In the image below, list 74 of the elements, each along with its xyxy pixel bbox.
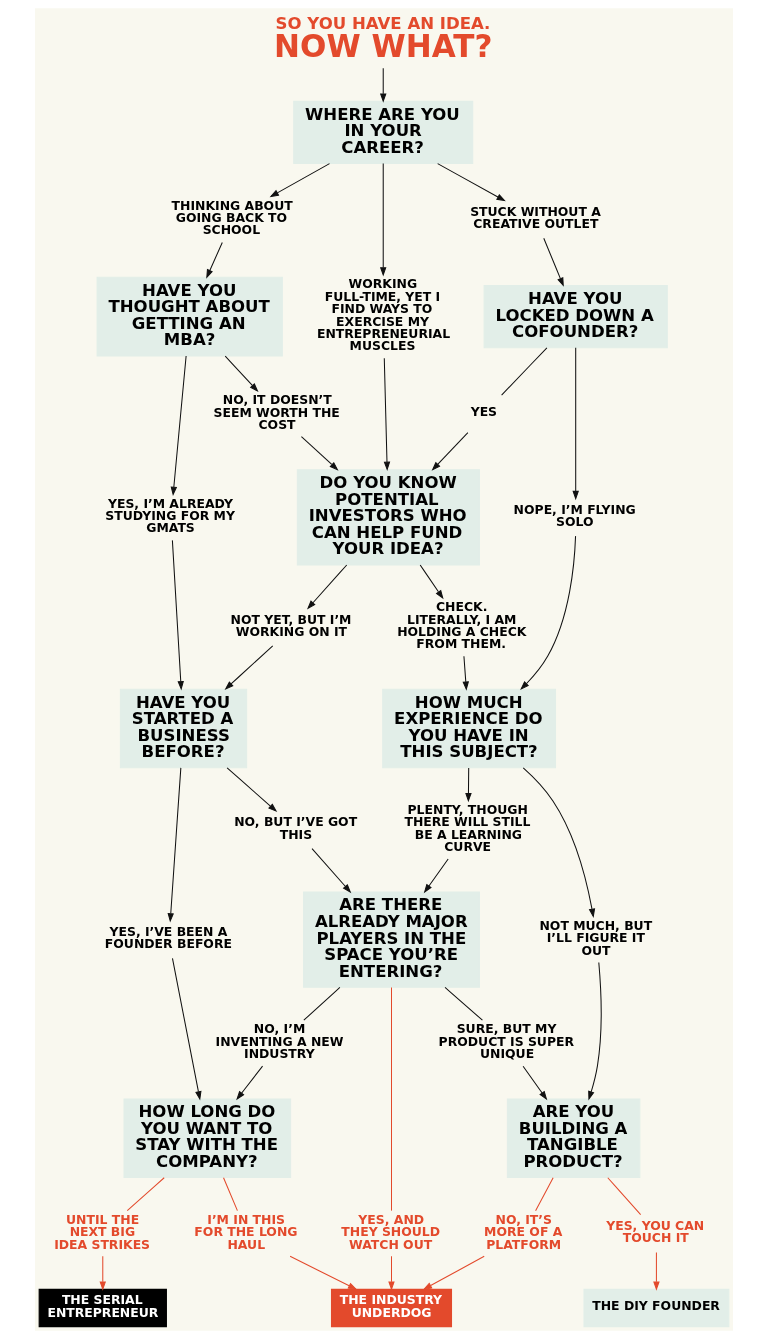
arrow: [269, 163, 331, 198]
node-text: SO YOU HAVE AN IDEA. NOW WHAT?: [274, 13, 493, 64]
arrow: [588, 962, 602, 1101]
connector: [126, 1177, 165, 1212]
arrow: [465, 767, 472, 803]
arrow: [224, 645, 274, 690]
node-text: NOPE, I’M FLYING SOLO: [513, 501, 636, 530]
node-text: NO, I’M INVENTING A NEW INDUSTRY: [215, 1021, 344, 1062]
arrow: [311, 848, 352, 894]
node-text: YES: [470, 404, 498, 420]
arrow: [306, 564, 348, 610]
arrow: [431, 432, 469, 471]
arrow: [522, 1065, 548, 1101]
connector: [535, 1177, 554, 1212]
connector: [391, 987, 392, 1212]
node-box: HOW MUCH EXPERIENCE DO YOU HAVE IN THIS SUBJECT?: [382, 688, 557, 769]
node-box: WHERE ARE YOU IN YOUR CAREER?: [293, 100, 474, 164]
arrow: [423, 858, 449, 894]
node-box: THE SERIAL ENTREPRENEUR: [38, 1288, 167, 1328]
node-box: HOW LONG DO YOU WANT TO STAY WITH THE COMPANY?: [123, 1098, 292, 1179]
arrow: [422, 1255, 485, 1290]
node-text: I’M IN THIS FOR THE LONG HAUL: [194, 1211, 298, 1252]
node-text: PLENTY, THOUGH THERE WILL STILL BE A LEARNING CURVE: [404, 801, 531, 855]
node-text: WORKING FULL-TIME, YET I FIND WAYS TO EXERCISE MY ENTREPRENEURIAL MUSCLES: [316, 276, 451, 354]
arrow: [171, 539, 184, 691]
node-box: DO YOU KNOW POTENTIAL INVESTORS WHO CAN HELP FUND YOUR IDEA?: [296, 469, 480, 566]
arrow: [226, 767, 278, 813]
node-text: NOT YET, BUT I’M WORKING ON IT: [230, 611, 352, 639]
node-box: HAVE YOU LOCKED DOWN A COFOUNDER?: [483, 285, 668, 349]
arrow: [236, 1065, 264, 1101]
arrow: [289, 1255, 358, 1290]
node-box: HAVE YOU THOUGHT ABOUT GETTING AN MBA?: [96, 276, 283, 357]
node-text: SURE, BUT MY PRODUCT IS SUPER UNIQUE: [438, 1021, 575, 1062]
connector: [607, 1177, 642, 1216]
arrow: [206, 241, 223, 279]
node-box: ARE YOU BUILDING A TANGIBLE PRODUCT?: [506, 1098, 641, 1179]
arrow: [520, 535, 577, 690]
node-text: YES, AND THEY SHOULD WATCH OUT: [341, 1211, 441, 1252]
arrow: [379, 163, 387, 277]
arrow: [462, 655, 469, 691]
node-text: YES, I’VE BEEN A FOUNDER BEFORE: [104, 924, 232, 952]
node-text: STUCK WITHOUT A CREATIVE OUTLET: [470, 203, 601, 232]
arrow: [383, 357, 391, 471]
node-text: NO, IT’S MORE OF A PLATFORM: [484, 1211, 563, 1252]
node-text: NOT MUCH, BUT I’LL FIGURE IT OUT: [539, 917, 653, 958]
connector: [303, 986, 341, 1021]
arrow: [419, 564, 444, 600]
arrow: [300, 436, 339, 471]
arrow: [167, 767, 182, 923]
arrow: [170, 355, 187, 496]
node-text: NO, IT DOESN’T SEEM WORTH THE COST: [213, 392, 340, 432]
node-text: UNTIL THE NEXT BIG IDEA STRIKES: [54, 1211, 151, 1252]
node-box: THE DIY FOUNDER: [583, 1288, 730, 1328]
arrow: [99, 1255, 107, 1291]
arrow: [171, 957, 202, 1101]
node-text: YES, I’M ALREADY STUDYING FOR MY GMATS: [105, 495, 235, 536]
connector: [501, 347, 548, 396]
connector: [444, 986, 483, 1021]
arrow: [388, 1255, 395, 1291]
node-text: NO, BUT I’VE GOT THIS: [234, 814, 358, 842]
node-text: YES, YOU CAN TOUCH IT: [606, 1217, 705, 1246]
connector: [223, 1177, 238, 1212]
arrow: [437, 163, 506, 202]
node-box: HAVE YOU STARTED A BUSINESS BEFORE?: [119, 688, 248, 769]
node-text: THINKING ABOUT GOING BACK TO SCHOOL: [171, 197, 293, 238]
arrow: [379, 67, 387, 103]
arrow: [572, 347, 579, 501]
arrow: [522, 767, 596, 918]
node-box: ARE THERE ALREADY MAJOR PLAYERS IN THE SPACE YOU’RE ENTERING?: [303, 891, 480, 988]
node-text: CHECK. LITERALLY, I AM HOLDING A CHECK FROM THEM.: [397, 599, 527, 652]
node-box: THE INDUSTRY UNDERDOG: [330, 1288, 453, 1328]
arrow: [224, 355, 259, 393]
arrow: [653, 1251, 660, 1291]
arrow: [543, 237, 564, 287]
